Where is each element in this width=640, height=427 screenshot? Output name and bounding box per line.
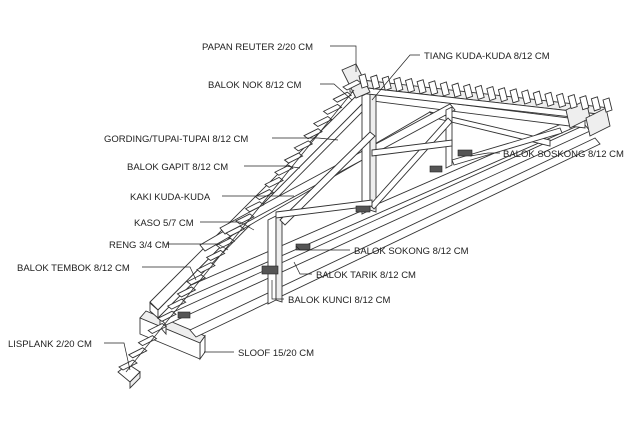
reng-batten: [312, 115, 333, 128]
label-balok-soskong: BALOK SOSKONG 8/12 CM: [503, 149, 624, 160]
reng-batten: [127, 347, 148, 359]
tiang-kuda-kuda-post: [361, 91, 371, 215]
leader-lines: [104, 45, 500, 371]
reng-batten-ridge: [451, 82, 462, 98]
reng-batten: [147, 322, 168, 335]
reng-batten-ridge: [579, 95, 590, 111]
reng-batten: [196, 262, 216, 274]
reng-batten-ridge: [532, 90, 543, 106]
reng-batten-ridge: [370, 74, 381, 90]
label-reng: RENG 3/4 CM: [109, 240, 170, 251]
reng-batten: [273, 164, 294, 176]
balok-sokong-strut: [279, 131, 376, 226]
reng-batten: [205, 249, 226, 261]
balok-soskong-strut: [451, 127, 563, 166]
label-gording: GORDING/TUPAI-TUPAI 8/12 CM: [104, 134, 248, 145]
label-papan-reuter: PAPAN REUTER 2/20 CM: [202, 42, 313, 53]
reng-batten: [293, 140, 314, 152]
reng-batten: [137, 335, 158, 347]
reng-batten-ridge: [602, 97, 613, 113]
label-kaki-kuda-kuda: KAKI KUDA-KUDA: [130, 192, 211, 203]
reng-batten-ridge: [416, 79, 427, 95]
reng-batten-ridge: [474, 84, 485, 101]
reng-batten: [176, 286, 197, 298]
labels: PAPAN REUTER 2/20 CM TIANG KUDA-KUDA 8/1…: [8, 42, 624, 359]
reng-batten: [332, 91, 353, 103]
reng-batten: [254, 189, 275, 201]
reng-batten: [322, 103, 343, 115]
reng-batten-ridge: [544, 91, 555, 107]
label-balok-tarik: BALOK TARIK 8/12 CM: [316, 270, 416, 281]
reng-batten: [283, 152, 304, 164]
reng-batten: [166, 298, 187, 310]
reng-batten-ridge: [590, 96, 601, 112]
reng-batten-ridge: [439, 81, 450, 97]
reng-battens-ridge: [358, 73, 613, 113]
label-balok-tembok: BALOK TEMBOK 8/12 CM: [17, 263, 130, 274]
reng-batten: [157, 310, 177, 322]
label-tiang-kuda-kuda: TIANG KUDA-KUDA 8/12 CM: [424, 51, 550, 62]
reng-batten-ridge: [404, 77, 416, 94]
label-balok-sokong: BALOK SOKONG 8/12 CM: [354, 246, 469, 257]
kaso-line: [125, 89, 355, 373]
label-kaso: KASO 5/7 CM: [134, 218, 194, 229]
label-lisplank: LISPLANK 2/20 CM: [8, 339, 92, 350]
label-balok-gapit: BALOK GAPIT 8/12 CM: [127, 162, 228, 173]
reng-batten-ridge: [428, 80, 439, 96]
reng-batten-ridge: [393, 76, 404, 93]
label-balok-nok: BALOK NOK 8/12 CM: [208, 80, 302, 91]
reng-batten-ridge: [358, 73, 369, 89]
reng-batten-ridge: [521, 89, 532, 105]
reng-batten-ridge: [497, 87, 508, 103]
reng-batten-ridge: [555, 92, 567, 109]
label-balok-kunci: BALOK KUNCI 8/12 CM: [288, 295, 391, 306]
reng-batten-ridge: [463, 83, 474, 99]
reng-batten-ridge: [486, 85, 497, 102]
label-sloof: SLOOF 15/20 CM: [238, 348, 314, 359]
reng-batten: [235, 213, 255, 225]
reng-batten-ridge: [509, 88, 520, 104]
reng-batten: [264, 176, 284, 188]
reng-batten-ridge: [567, 93, 578, 110]
kaso-reng-battens: [118, 79, 362, 373]
reng-batten: [244, 201, 265, 213]
reng-batten: [225, 225, 245, 237]
